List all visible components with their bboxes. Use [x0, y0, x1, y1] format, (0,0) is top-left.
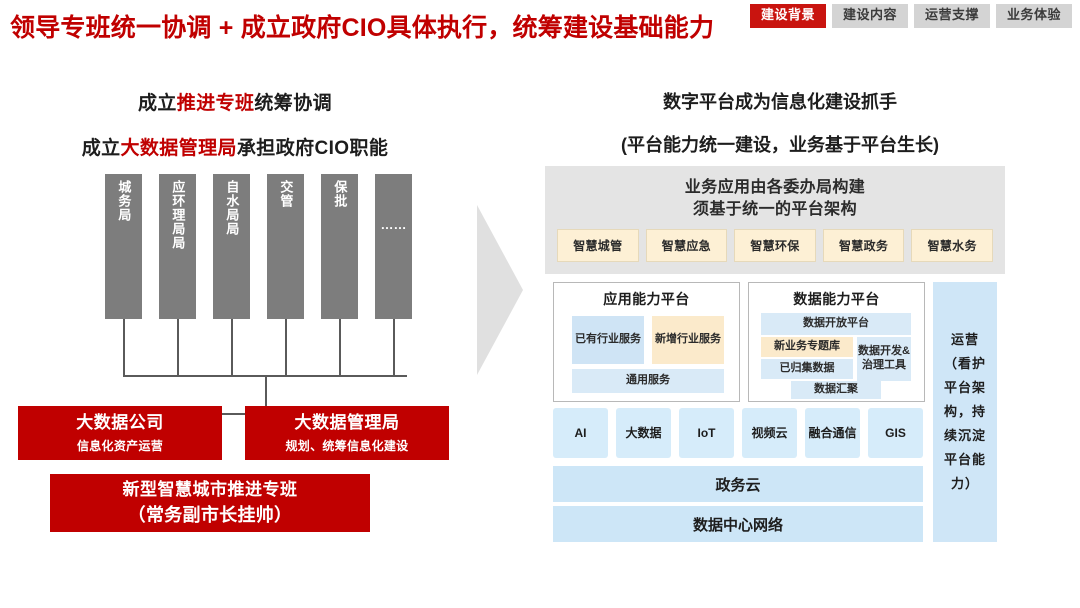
- bureau-bar-label: 交管: [278, 180, 294, 208]
- business-application-panel: 业务应用由各委办局构建 须基于统一的平台架构 智慧城管 智慧应急 智慧环保 智慧…: [545, 166, 1005, 275]
- bureau-bar: 交管: [267, 174, 304, 319]
- bigdata-bureau-box[interactable]: 大数据管理局 规划、统筹信息化建设: [245, 406, 449, 460]
- data-dev-tools-cell[interactable]: 数据开发&治理工具: [857, 337, 911, 381]
- bigdata-company-box[interactable]: 大数据公司 信息化资产运营: [18, 406, 222, 460]
- gov-cloud-bar[interactable]: 政务云: [553, 466, 923, 502]
- business-panel-title-line2: 须基于统一的平台架构: [692, 200, 857, 218]
- bureau-bar-label: 城务局: [116, 180, 132, 222]
- business-panel-title-line1: 业务应用由各委办局构建: [684, 179, 866, 196]
- app-new-service-cell[interactable]: 新增行业服务: [652, 316, 724, 364]
- connector-line: [393, 319, 395, 376]
- right-platform-pane: 数字平台成为信息化建设抓手 (平台能力统一建设，业务基于平台生长) 业务应用由各…: [545, 84, 1015, 584]
- app-capability-platform-box: 应用能力平台 已有行业服务 新增行业服务 通用服务: [553, 282, 740, 402]
- left-heading-1-highlight: 推进专班: [176, 93, 255, 114]
- tech-chip-ai[interactable]: AI: [553, 408, 608, 458]
- tech-chip-video-cloud[interactable]: 视频云: [742, 408, 797, 458]
- right-heading-2: (平台能力统一建设，业务基于平台生长): [621, 135, 939, 155]
- bigdata-bureau-subtitle: 规划、统筹信息化建设: [285, 438, 409, 453]
- tab-business-experience[interactable]: 业务体验: [995, 4, 1072, 28]
- bureau-bar: 自水局局: [213, 174, 250, 319]
- bureau-bar: 城务局: [105, 174, 142, 319]
- tech-chip-bigdata[interactable]: 大数据: [616, 408, 671, 458]
- app-existing-service-cell[interactable]: 已有行业服务: [572, 316, 644, 364]
- app-common-service-cell[interactable]: 通用服务: [572, 369, 724, 393]
- connector-line: [339, 319, 341, 376]
- bigdata-company-title: 大数据公司: [76, 413, 164, 433]
- bureau-bar-ellipsis: ……: [380, 217, 407, 232]
- bureau-bar-label: 保批: [332, 180, 348, 208]
- data-collected-cell[interactable]: 已归集数据: [761, 359, 853, 379]
- taskforce-subtitle: （常务副市长挂帅）: [127, 505, 293, 526]
- taskforce-title: 新型智慧城市推进专班: [122, 479, 298, 499]
- left-heading-1: 成立推进专班统筹协调: [0, 88, 470, 115]
- data-aggregation-cell[interactable]: 数据汇聚: [791, 381, 881, 399]
- data-open-platform-cell[interactable]: 数据开放平台: [761, 313, 911, 335]
- connector-line: [177, 319, 179, 376]
- tab-construction-background[interactable]: 建设背景: [749, 4, 826, 28]
- tech-chip-row: AI 大数据 IoT 视频云 融合通信 GIS: [553, 408, 923, 458]
- right-heading-1: 数字平台成为信息化建设抓手: [663, 92, 897, 112]
- business-chip-smart-water[interactable]: 智慧水务: [911, 229, 993, 263]
- tech-chip-iot[interactable]: IoT: [679, 408, 734, 458]
- tech-chip-gis[interactable]: GIS: [868, 408, 923, 458]
- connector-line: [123, 319, 125, 376]
- right-chevron-icon: [477, 205, 523, 375]
- left-org-chart-pane: 成立推进专班统筹协调 成立大数据管理局承担政府CIO职能 城务局 应环理局局 自…: [0, 84, 470, 604]
- bureau-bar: 应环理局局: [159, 174, 196, 319]
- business-chip-smart-emergency[interactable]: 智慧应急: [645, 229, 728, 263]
- datacenter-network-bar[interactable]: 数据中心网络: [553, 506, 923, 542]
- connector-line: [285, 319, 287, 376]
- taskforce-box[interactable]: 新型智慧城市推进专班 （常务副市长挂帅）: [50, 474, 370, 532]
- tab-construction-content[interactable]: 建设内容: [831, 4, 908, 28]
- transition-arrow: [465, 205, 555, 375]
- data-topic-db-cell[interactable]: 新业务专题库: [761, 337, 853, 357]
- page-title: 领导专班统一协调 + 成立政府CIO具体执行，统筹建设基础能力: [10, 14, 715, 42]
- bigdata-bureau-title: 大数据管理局: [294, 413, 400, 433]
- left-heading-2-highlight: 大数据管理局: [120, 138, 237, 159]
- tech-chip-fusion-comm[interactable]: 融合通信: [805, 408, 860, 458]
- left-heading-2: 成立大数据管理局承担政府CIO职能: [0, 133, 470, 160]
- data-platform-title: 数据能力平台: [793, 291, 880, 307]
- data-capability-platform-box: 数据能力平台 数据开放平台 新业务专题库 数据开发&治理工具 已归集数据 数据汇…: [748, 282, 925, 402]
- platform-stack-card: 应用能力平台 已有行业服务 新增行业服务 通用服务 数据能力平台 数据开放平台 …: [545, 276, 1005, 566]
- bureau-bar-label: 应环理局局: [170, 180, 186, 250]
- connector-line: [231, 319, 233, 376]
- left-heading-2-prefix: 成立: [81, 138, 121, 159]
- business-panel-title: 业务应用由各委办局构建 须基于统一的平台架构: [545, 166, 1005, 229]
- connector-drop: [265, 375, 267, 391]
- bureau-bars-group: 城务局 应环理局局 自水局局 交管 保批 ……: [105, 174, 425, 319]
- tab-operation-support[interactable]: 运营支撑: [913, 4, 990, 28]
- bigdata-company-subtitle: 信息化资产运营: [76, 438, 164, 453]
- business-chip-smart-government[interactable]: 智慧政务: [822, 229, 905, 263]
- business-chip-smart-urban-mgmt[interactable]: 智慧城管: [557, 229, 639, 263]
- bureau-bar: ……: [375, 174, 412, 319]
- operation-column[interactable]: 运营（看护平台架构，持续沉淀平台能力）: [933, 282, 997, 542]
- business-chip-row: 智慧城管 智慧应急 智慧环保 智慧政务 智慧水务: [545, 229, 1005, 274]
- business-chip-smart-environment[interactable]: 智慧环保: [734, 229, 816, 263]
- org-connector-lines: [105, 319, 425, 391]
- bureau-bar-label: 自水局局: [224, 180, 240, 236]
- left-heading-1-suffix: 统筹协调: [254, 93, 333, 114]
- app-platform-title: 应用能力平台: [603, 291, 690, 307]
- left-heading-1-prefix: 成立: [137, 93, 177, 114]
- bureau-bar: 保批: [321, 174, 358, 319]
- left-heading-2-suffix: 承担政府CIO职能: [236, 138, 389, 159]
- top-nav-tabs: 建设背景 建设内容 运营支撑 业务体验: [749, 4, 1072, 28]
- operation-column-label: 运营（看护平台架构，持续沉淀平台能力）: [943, 331, 986, 492]
